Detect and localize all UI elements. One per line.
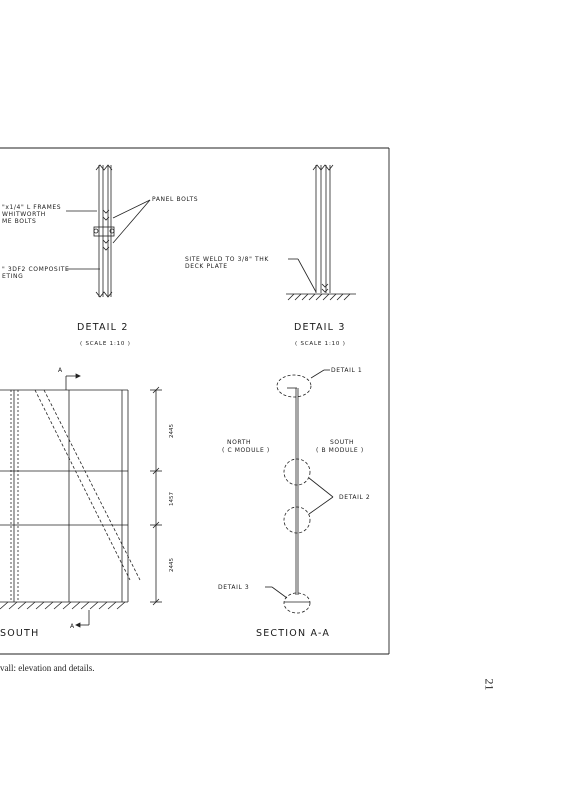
- frames-label-1: "x1/4" L FRAMES: [2, 204, 61, 211]
- detail-2-scale: ( SCALE 1:10 ): [80, 341, 131, 347]
- sheet-border: [0, 147, 390, 655]
- frames-label-3: ME BOLTS: [2, 218, 36, 225]
- composite-label-2: ETING: [2, 273, 23, 280]
- figure-caption: vall: elevation and details.: [0, 663, 95, 673]
- section-aa-title: SECTION A-A: [256, 628, 330, 639]
- section-mark-bottom: A: [70, 623, 75, 630]
- detail-2-drawing: [66, 164, 151, 298]
- page-number: 21: [482, 678, 497, 691]
- detail-3-drawing: [286, 164, 356, 301]
- north-label: NORTH: [227, 439, 251, 446]
- section-aa-drawing: [265, 369, 334, 614]
- site-weld-label-2: DECK PLATE: [185, 263, 228, 270]
- frames-label-2: WHITWORTH: [2, 211, 46, 218]
- detail-2-callout: DETAIL 2: [339, 494, 370, 501]
- dim-top: 2445: [169, 424, 175, 438]
- detail-2-title: DETAIL 2: [77, 322, 129, 333]
- south-module-label: ( B MODULE ): [316, 447, 364, 454]
- north-module-label: ( C MODULE ): [222, 447, 270, 454]
- elevation-title: SOUTH: [0, 628, 39, 639]
- detail-3-scale: ( SCALE 1:10 ): [295, 341, 346, 347]
- elevation-drawing: [0, 373, 162, 628]
- section-mark-top: A: [58, 367, 63, 374]
- detail-3-callout: DETAIL 3: [218, 584, 249, 591]
- dim-bottom: 2445: [169, 558, 175, 572]
- panel-bolts-label: PANEL BOLTS: [152, 196, 198, 203]
- dim-middle: 1457: [169, 492, 175, 506]
- detail-1-callout: DETAIL 1: [331, 367, 362, 374]
- composite-label-1: " 3DF2 COMPOSITE: [2, 266, 69, 273]
- site-weld-label-1: SITE WELD TO 3/8" THK: [185, 256, 269, 263]
- detail-3-title: DETAIL 3: [294, 322, 346, 333]
- south-label: SOUTH: [330, 439, 354, 446]
